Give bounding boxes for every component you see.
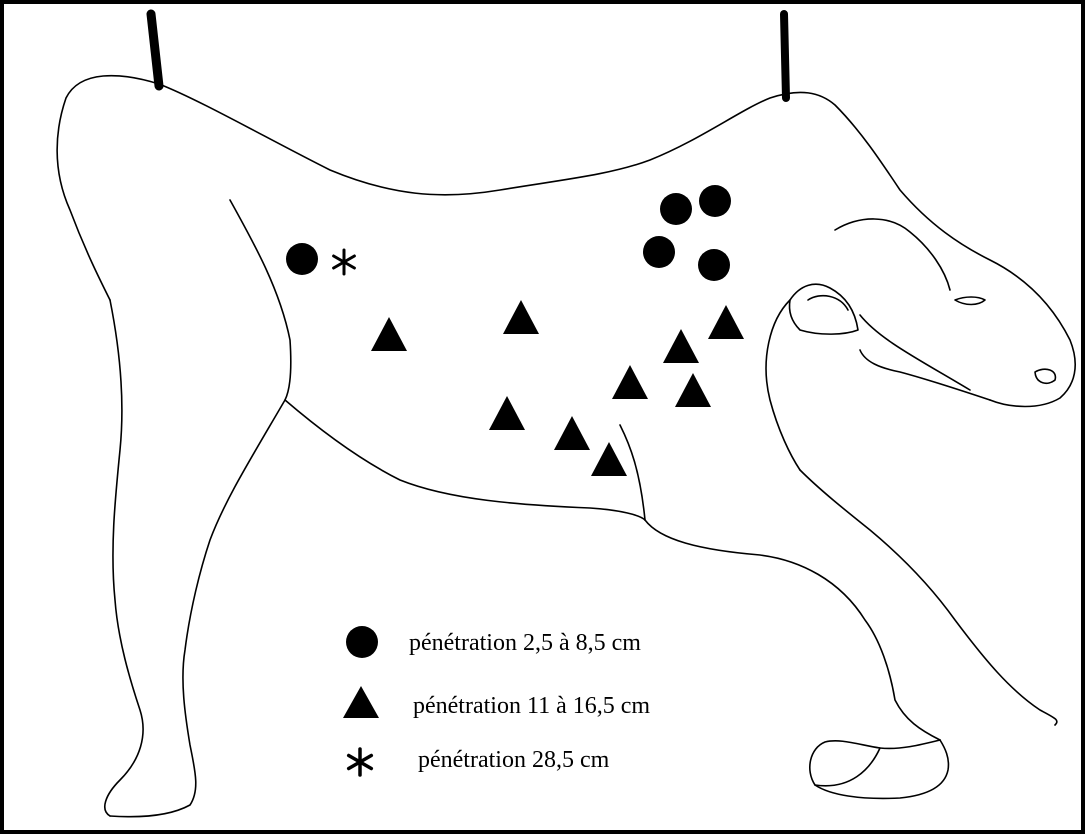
asterisk-marker	[334, 250, 355, 274]
legend-circle-icon	[346, 626, 378, 658]
circle-marker	[660, 193, 692, 225]
legend-triangle-label: pénétration 11 à 16,5 cm	[413, 693, 650, 719]
legend-circle-label: pénétration 2,5 à 8,5 cm	[409, 630, 641, 656]
triangle-marker	[371, 317, 407, 351]
circle-marker	[643, 236, 675, 268]
legend: pénétration 2,5 à 8,5 cm pénétration 11 …	[343, 626, 650, 775]
left-suspension-strap	[151, 14, 159, 86]
triangle-marker	[612, 365, 648, 399]
legend-triangle-icon	[343, 686, 379, 718]
triangle-marker	[489, 396, 525, 430]
triangle-marker	[591, 442, 627, 476]
triangle-markers	[371, 300, 744, 476]
triangle-marker	[554, 416, 590, 450]
circle-marker	[699, 185, 731, 217]
legend-asterisk-label: pénétration 28,5 cm	[418, 747, 610, 773]
legend-asterisk-icon	[349, 749, 372, 775]
circle-marker	[698, 249, 730, 281]
right-suspension-strap	[784, 14, 786, 98]
triangle-marker	[708, 305, 744, 339]
triangle-marker	[663, 329, 699, 363]
triangle-marker	[675, 373, 711, 407]
triangle-marker	[503, 300, 539, 334]
circle-marker	[286, 243, 318, 275]
